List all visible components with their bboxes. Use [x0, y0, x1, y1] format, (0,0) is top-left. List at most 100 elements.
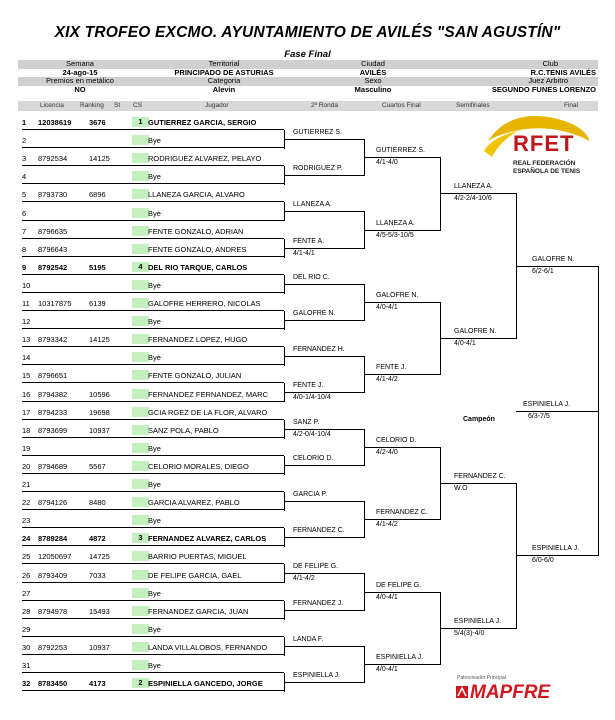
- row-line: [22, 672, 284, 673]
- license-number: 8793730: [38, 190, 68, 200]
- draw-position: 20: [22, 461, 31, 471]
- winner-name: ESPINIELLA J.: [532, 545, 580, 553]
- row-line: [22, 364, 284, 366]
- info-value-semana: 24-ago-15: [18, 68, 142, 77]
- bracket-winner-line: [284, 609, 364, 611]
- player-name: GCIA RGEZ DE LA FLOR, ALVARO: [148, 407, 268, 417]
- player-name: BARRIO PUERTAS, MIGUEL: [148, 552, 247, 562]
- draw-position: 18: [22, 425, 31, 435]
- seed-cell: [132, 660, 149, 670]
- info-label-juez: Juez Arbitro: [440, 76, 598, 86]
- bracket-winner-line: [284, 320, 364, 322]
- winner-name: LLANEZA A.: [376, 219, 415, 227]
- champion-score: 6/3-7/5: [528, 412, 550, 420]
- bracket-winner-line: [440, 193, 516, 195]
- winner-name: LLANEZA A.: [454, 183, 493, 191]
- winner-name: DEL RIO C.: [293, 273, 330, 281]
- player-name: FENTE GONZALO, JULIAN: [148, 371, 242, 381]
- draw-position: 29: [22, 624, 31, 634]
- bracket-winner-line: [364, 446, 440, 448]
- match-score: 4/0-4/1: [376, 665, 398, 673]
- draw-position: 13: [22, 335, 31, 345]
- player-name: GALOFRE HERRERO, NICOLAS: [148, 299, 261, 308]
- license-number: 8792534: [38, 154, 68, 164]
- phase-label: Fase Final: [284, 49, 331, 60]
- draw-position: 17: [22, 407, 31, 417]
- tennis-ball-icon: [484, 116, 590, 157]
- draw-position: 19: [22, 443, 31, 453]
- row-line: [22, 472, 284, 474]
- draw-position: 4: [22, 172, 27, 182]
- info-label-premios: Premios en metálico: [18, 76, 142, 86]
- seed-cell: [132, 605, 149, 616]
- license-number: 8793409: [38, 570, 68, 580]
- player-name: SANZ POLA, PABLO: [148, 425, 219, 435]
- license-number: 8794382: [38, 389, 68, 399]
- ranking: 7033: [89, 570, 106, 580]
- seed-cell: 4: [132, 261, 149, 272]
- bracket-winner-line: [516, 555, 598, 557]
- ranking: 8480: [89, 498, 106, 508]
- seed-cell: [132, 388, 149, 399]
- match-score: 4/0-1/4-10/4: [293, 394, 331, 402]
- bracket-winner-line: [440, 338, 516, 340]
- row-line: [22, 237, 284, 239]
- row-line: [22, 509, 284, 511]
- row-line: [22, 346, 284, 348]
- row-line: [22, 617, 284, 619]
- draw-position: 8: [22, 244, 27, 254]
- bracket-winner-line: [284, 464, 364, 466]
- player-name: FERNANDEZ FERNANDEZ, MARC: [148, 389, 269, 399]
- player-name: Bye: [148, 136, 161, 146]
- license-number: 8794978: [38, 606, 68, 616]
- match-score: 5/4(3)-4/0: [454, 629, 485, 637]
- row-line: [22, 527, 284, 529]
- info-value-club: R.C.TENIS AVILÉS: [440, 68, 598, 77]
- winner-name: FERNANDEZ C.: [293, 527, 345, 535]
- seed-cell: [132, 515, 149, 526]
- info-value-premios: NO: [18, 85, 142, 94]
- row-line: [22, 183, 284, 185]
- draw-position: 7: [22, 226, 27, 236]
- winner-name: GALOFRE N.: [376, 291, 419, 299]
- seed-cell: [132, 207, 149, 218]
- player-name: Bye: [148, 280, 161, 290]
- row-line: [22, 545, 284, 547]
- champion-line: [516, 410, 598, 412]
- license-number: 8793342: [38, 335, 68, 345]
- ranking: 4173: [89, 679, 106, 689]
- draw-position: 3: [22, 154, 27, 164]
- row-line: [22, 563, 284, 565]
- row-line: [22, 165, 284, 167]
- winner-name: LANDA F.: [293, 635, 324, 643]
- rfet-logo: [478, 111, 598, 201]
- ranking: 6139: [89, 299, 106, 308]
- bracket-winner-line: [516, 265, 598, 267]
- rfet-logo-line1: REAL FEDERACIÓN: [513, 160, 576, 167]
- match-score: 4/1-4/2: [376, 376, 398, 384]
- winner-name: GALOFRE N.: [293, 310, 336, 318]
- champion-name: ESPINIELLA J.: [523, 400, 571, 408]
- row-line: [22, 328, 284, 330]
- row-line: [22, 690, 284, 692]
- license-number: 8796643: [38, 244, 68, 254]
- license-number: 12050697: [38, 552, 72, 562]
- bracket-winner-line: [284, 428, 364, 430]
- info-value-ciudad: AVILÉS: [306, 68, 440, 77]
- player-name: Bye: [148, 661, 161, 670]
- bracket-winner-line: [284, 283, 364, 285]
- license-number: 8794233: [38, 407, 68, 417]
- ranking: 6896: [89, 190, 106, 200]
- draw-position: 6: [22, 208, 27, 218]
- seed-cell: 3: [132, 533, 149, 544]
